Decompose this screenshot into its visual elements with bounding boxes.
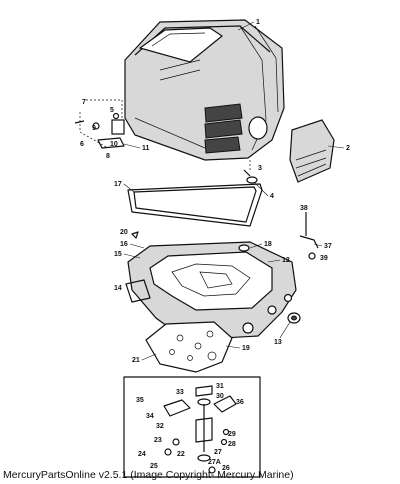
inset-detail-box [123,376,261,478]
callout-13: 13 [274,339,282,346]
callout-4: 4 [270,193,274,200]
callout-6: 6 [80,141,84,148]
callout-37: 37 [324,243,332,250]
latch-hardware [74,99,125,149]
callout-23: 23 [154,437,162,444]
callout-8: 8 [106,153,110,160]
callout-9: 9 [92,125,96,132]
side-panel [289,119,335,183]
bracket [125,279,151,303]
callout-26: 26 [222,465,230,472]
callout-36: 36 [236,399,244,406]
clip [131,231,139,239]
callout-31: 31 [216,383,224,390]
callout-38: 38 [300,205,308,212]
callout-10: 10 [110,141,118,148]
callout-labels: 1 2 3 4 5 6 7 8 9 10 11 12 13 14 15 16 1… [80,19,350,472]
callout-12: 12 [282,257,290,264]
copyright-footer: MercuryPartsOnline v2.5.1 (Image Copyrig… [3,469,294,481]
callout-1: 1 [256,19,260,26]
callout-30: 30 [216,393,224,400]
callout-33: 33 [176,389,184,396]
callout-3: 3 [258,165,262,172]
callout-2: 2 [346,145,350,152]
callout-20: 20 [120,229,128,236]
callout-32: 32 [156,423,164,430]
grommet [287,312,301,324]
callout-15: 15 [114,251,122,258]
callout-18: 18 [264,241,272,248]
callout-25: 25 [150,463,158,470]
callout-34: 34 [146,413,154,420]
callout-7: 7 [82,99,86,106]
callout-16: 16 [120,241,128,248]
top-cowl [124,19,285,161]
callout-27a: 27A [208,459,221,466]
callout-29: 29 [228,431,236,438]
cowl-seal [127,183,263,227]
callout-5: 5 [110,107,114,114]
callout-17: 17 [114,181,122,188]
callout-14: 14 [114,285,122,292]
grommet-small [238,244,250,252]
bottom-plate [145,321,233,373]
callout-11: 11 [142,145,150,152]
fitting-hardware [299,212,319,260]
callout-28: 28 [228,441,236,448]
bottom-cowl [127,241,297,341]
callout-19: 19 [242,345,250,352]
callout-27: 27 [214,449,222,456]
callout-21: 21 [132,357,140,364]
callout-39: 39 [320,255,328,262]
screw-washer [243,160,258,184]
callout-22: 22 [177,451,185,458]
callout-35: 35 [136,397,144,404]
callout-24: 24 [138,451,146,458]
